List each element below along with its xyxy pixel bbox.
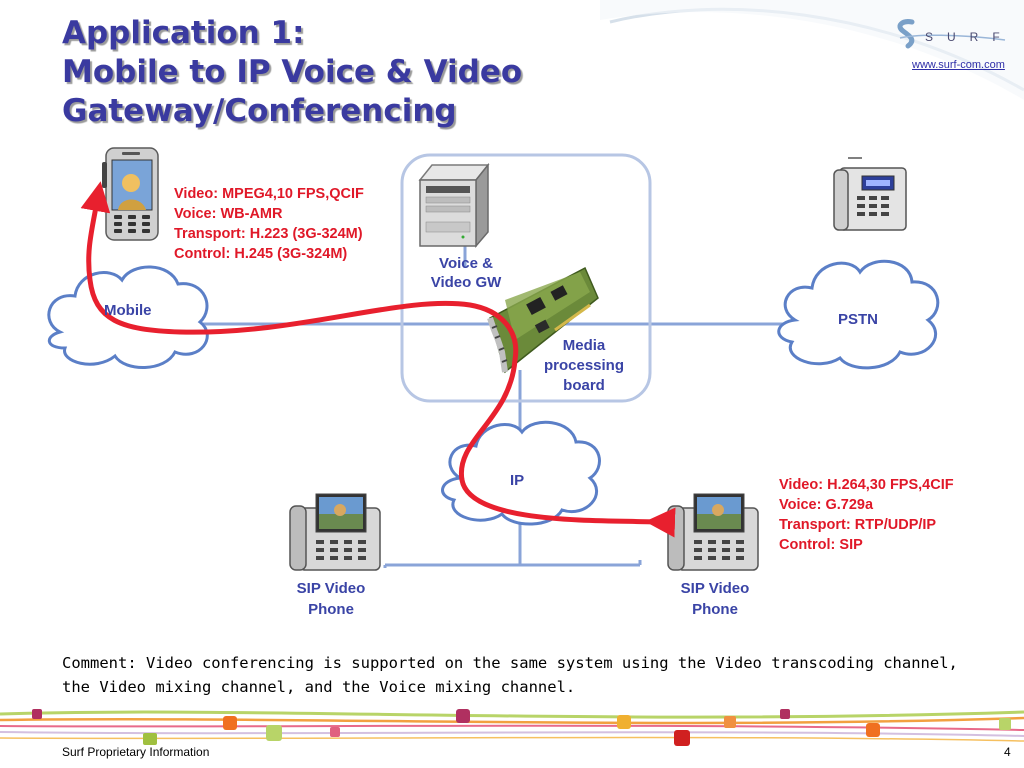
sip-phone-left-label: SIP Video Phone	[280, 578, 382, 620]
media-board-label-line-2: processing	[543, 357, 625, 374]
sip-spec-control: Control: SIP	[779, 537, 863, 553]
comment-text: Comment: Video conferencing is supported…	[62, 651, 958, 699]
footer-proprietary: Surf Proprietary Information	[62, 745, 210, 759]
gateway-label-line-1: Voice &	[439, 255, 493, 272]
mobile-specs: Video: MPEG4,10 FPS,QCIF Voice: WB-AMR T…	[174, 184, 364, 264]
mobile-phone-icon	[102, 147, 159, 241]
call-flow-arrow	[80, 181, 676, 538]
footer-stripes	[0, 709, 1024, 746]
sip-phone-right-label: SIP Video Phone	[664, 578, 766, 620]
comment-line-1: Comment: Video conferencing is supported…	[62, 654, 958, 672]
title-line-3: Gateway/Conferencing	[62, 93, 457, 129]
sip-spec-transport: Transport: RTP/UDP/IP	[779, 517, 937, 533]
pstn-phone-icon	[833, 157, 907, 231]
pstn-cloud-label: PSTN	[838, 311, 879, 328]
sip-spec-video: Video: H.264,30 FPS,4CIF	[779, 477, 954, 493]
mobile-spec-video: Video: MPEG4,10 FPS,QCIF	[174, 186, 364, 202]
media-board-label-line-3: board	[563, 377, 605, 394]
sip-video-phone-left-icon	[289, 493, 381, 571]
mobile-cloud-label: Mobile	[104, 302, 152, 319]
ip-cloud-label: IP	[510, 472, 525, 489]
slide-title: Application 1: Mobile to IP Voice & Vide…	[62, 14, 522, 131]
sip-phone-left-label-line-2: Phone	[308, 601, 354, 618]
logo-url-link[interactable]: www.surf-com.com	[912, 59, 1005, 71]
sip-specs: Video: H.264,30 FPS,4CIF Voice: G.729a T…	[779, 475, 954, 555]
mobile-spec-control: Control: H.245 (3G-324M)	[174, 246, 348, 262]
sip-video-phone-right-icon	[667, 493, 759, 571]
logo-text: SURF	[925, 30, 1014, 44]
sip-phone-right-label-line-2: Phone	[692, 601, 738, 618]
sip-spec-voice: Voice: G.729a	[779, 497, 874, 513]
pstn-cloud	[777, 259, 940, 370]
mobile-spec-voice: Voice: WB-AMR	[174, 206, 283, 222]
media-board-label-line-1: Media	[562, 337, 606, 354]
surf-logo-icon	[897, 19, 1006, 49]
title-line-1: Application 1:	[62, 15, 305, 51]
gateway-label-line-2: Video GW	[430, 274, 502, 291]
title-line-2: Mobile to IP Voice & Video	[62, 54, 523, 90]
sip-phone-left-label-line-1: SIP Video	[296, 580, 366, 597]
page-number: 4	[1004, 745, 1011, 759]
comment-line-2: the Video mixing channel, and the Voice …	[62, 678, 576, 696]
server-icon	[418, 162, 490, 249]
mobile-spec-transport: Transport: H.223 (3G-324M)	[174, 226, 363, 242]
media-board-label: Media processing board	[532, 336, 636, 396]
sip-phone-right-label-line-1: SIP Video	[680, 580, 750, 597]
gateway-label: Voice & Video GW	[418, 254, 514, 292]
